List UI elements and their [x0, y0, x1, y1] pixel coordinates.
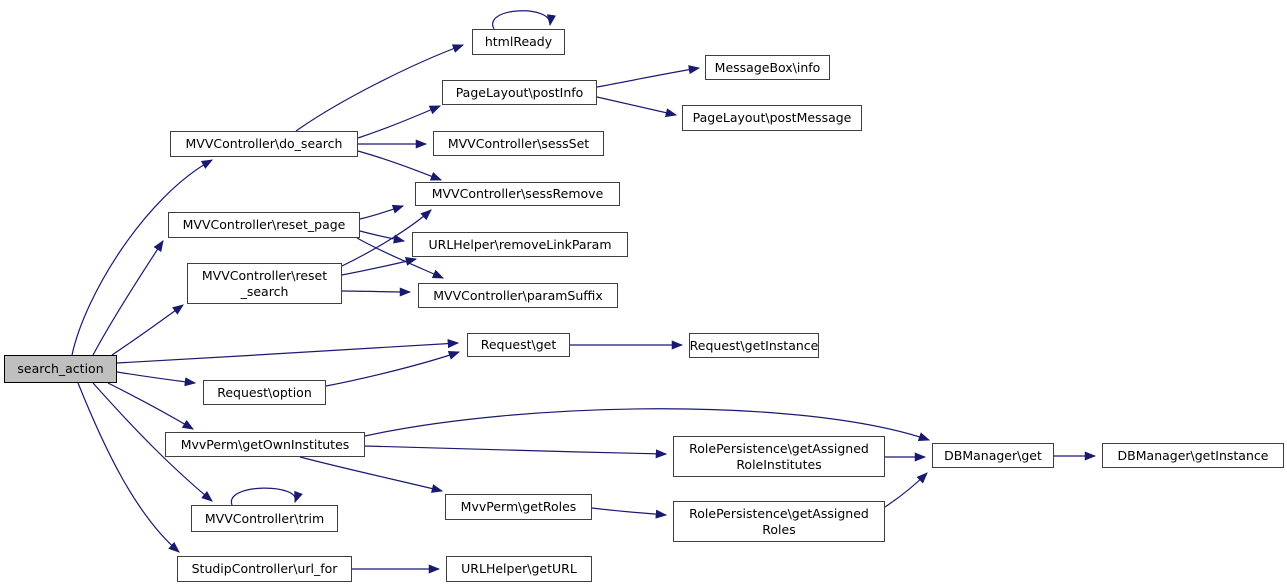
edge-do_search-to-htmlReady — [295, 44, 465, 132]
edge-request_option-to-request_get — [325, 351, 461, 387]
edge-getOwnInstitutes-to-getRoles — [299, 456, 444, 493]
node-postinfo[interactable]: PageLayout\postInfo — [442, 80, 597, 105]
node-search-action[interactable]: search_action — [4, 355, 117, 383]
node-messagebox-info[interactable]: MessageBox\info — [705, 55, 830, 80]
node-postmessage[interactable]: PageLayout\postMessage — [682, 105, 862, 131]
node-request-option[interactable]: Request\option — [203, 380, 326, 405]
node-sessset[interactable]: MVVController\sessSet — [433, 131, 604, 156]
edge-do_search-to-sessRemove — [357, 150, 443, 181]
node-sessremove[interactable]: MVVController\sessRemove — [415, 182, 620, 206]
edge-search_action-to-trim — [92, 382, 213, 502]
node-trim[interactable]: MVVController\trim — [191, 505, 338, 532]
edge-search_action-to-request_option — [116, 371, 197, 387]
edge-htmlReady-to-htmlReady — [492, 10, 556, 30]
edge-reset_search-to-paramSuffix — [341, 287, 412, 297]
edge-getOwnInstitutes-to-dbmanager_get — [364, 408, 931, 442]
edge-search_action-to-do_search — [71, 159, 213, 356]
node-do-search[interactable]: MVVController\do_search — [170, 131, 358, 157]
edge-reset_search-to-sessRemove — [341, 209, 432, 267]
node-getroles[interactable]: MvvPerm\getRoles — [445, 494, 592, 520]
edge-search_action-to-request_get — [116, 339, 460, 364]
edge-search_action-to-reset_page — [92, 240, 164, 356]
edge-reset_page-to-removeLinkParam — [359, 230, 406, 244]
edge-getRoles-to-getAssignedRoles — [591, 507, 668, 519]
edge-reset_page-to-paramSuffix — [356, 237, 445, 279]
node-getassignedroleinstitutes[interactable]: RolePersistence\getAssigned RoleInstitut… — [673, 436, 885, 477]
node-request-getinstance[interactable]: Request\getInstance — [689, 333, 819, 358]
node-reset-page[interactable]: MVVController\reset_page — [168, 212, 360, 238]
edge-getOwnInstitutes-to-getAssignedRoleInstitutes — [364, 445, 668, 459]
node-url-for[interactable]: StudipController\url_for — [177, 556, 352, 582]
edge-postInfo-to-postMessage — [596, 96, 678, 118]
edge-postInfo-to-messagebox_info — [596, 65, 701, 88]
edge-reset_page-to-sessRemove — [359, 204, 405, 220]
node-reset-search[interactable]: MVVController\reset _search — [187, 263, 342, 304]
node-dbmanager-get[interactable]: DBManager\get — [932, 443, 1054, 468]
node-paramsuffix[interactable]: MVVController\paramSuffix — [418, 283, 618, 308]
edge-do_search-to-postInfo — [357, 105, 442, 139]
edge-search_action-to-url_for — [77, 382, 180, 553]
node-geturl[interactable]: URLHelper\getURL — [446, 556, 592, 582]
edge-getAssignedRoles-to-dbmanager_get — [884, 472, 928, 508]
node-request-get[interactable]: Request\get — [467, 333, 570, 357]
node-htmlready[interactable]: htmlReady — [472, 29, 565, 55]
edge-search_action-to-getOwnInstitutes — [107, 382, 194, 430]
node-removelinkparam[interactable]: URLHelper\removeLinkParam — [412, 232, 628, 257]
edge-trim-to-trim — [231, 487, 303, 506]
node-dbmanager-getinstance[interactable]: DBManager\getInstance — [1102, 443, 1284, 468]
edge-search_action-to-reset_search — [111, 304, 184, 356]
edge-reset_search-to-removeLinkParam — [341, 256, 418, 276]
node-getowninstitutes[interactable]: MvvPerm\getOwnInstitutes — [165, 432, 365, 457]
node-getassignedroles[interactable]: RolePersistence\getAssigned Roles — [673, 501, 885, 542]
